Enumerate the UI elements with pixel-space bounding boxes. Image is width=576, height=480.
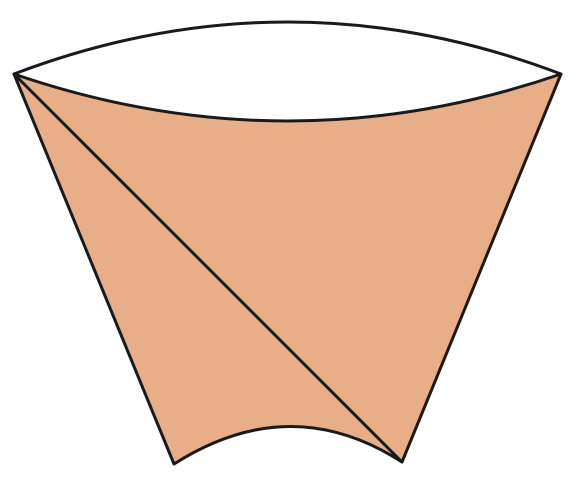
diagonal-line [12, 72, 404, 464]
top-arc [12, 20, 563, 76]
shaded-region [12, 72, 563, 466]
